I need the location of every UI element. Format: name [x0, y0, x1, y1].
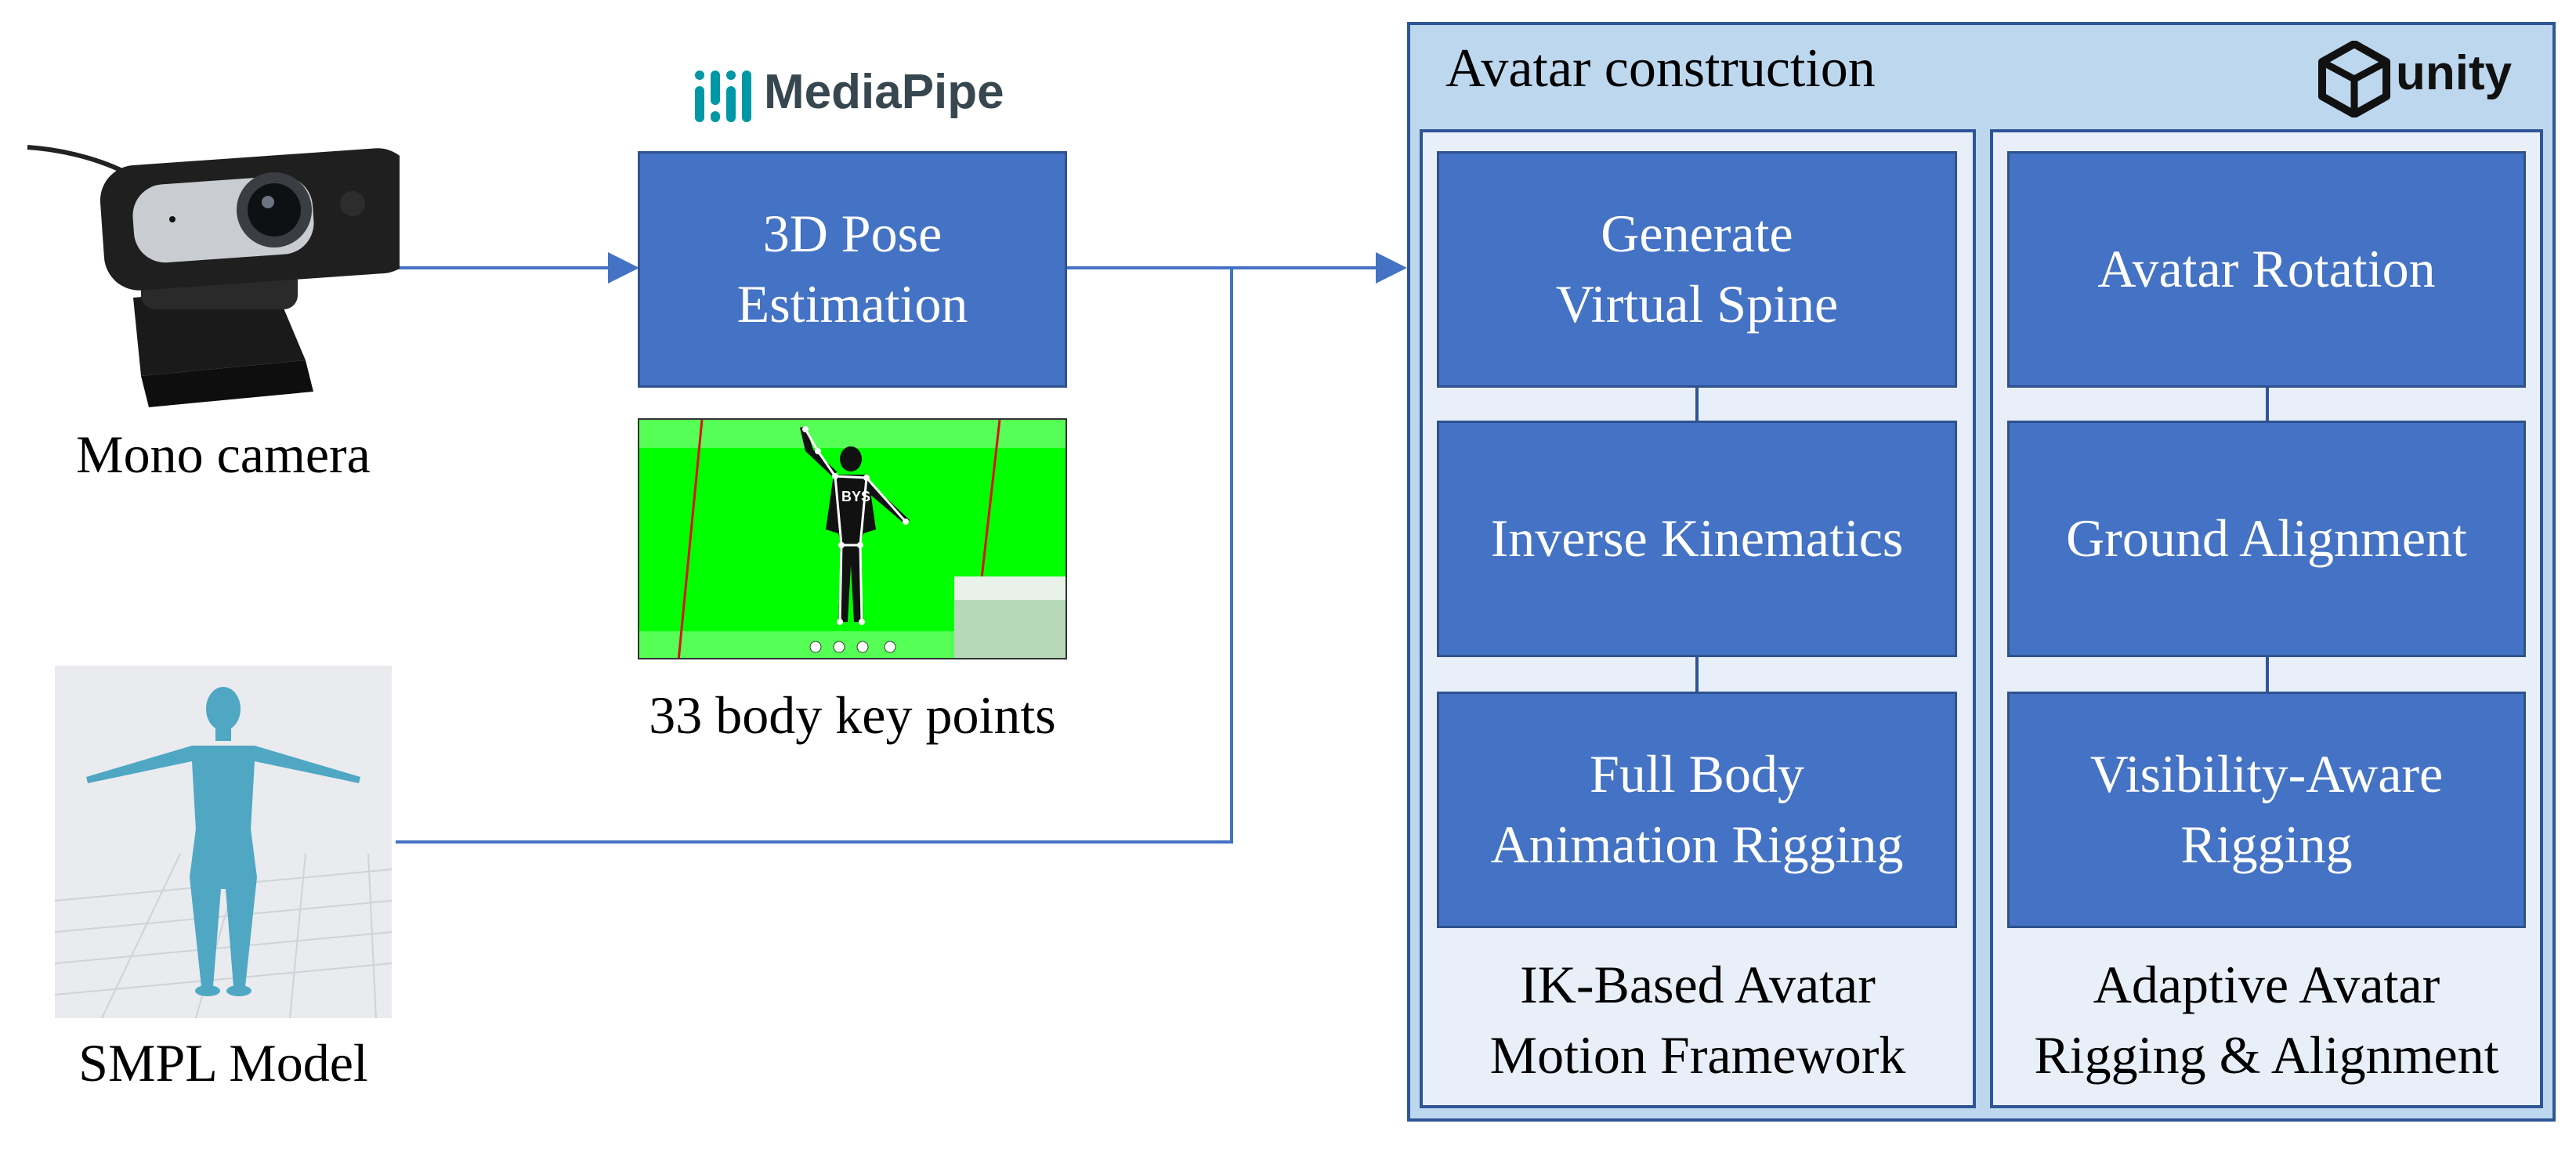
- visibility-aware-rigging-box: Visibility-Aware Rigging: [2007, 692, 2526, 928]
- generate-virtual-spine-box: Generate Virtual Spine: [1437, 151, 1957, 388]
- smpl-to-avatar-line: [396, 268, 1233, 844]
- mediapipe-logo: MediaPipe: [693, 64, 1022, 127]
- inverse-kinematics-box: Inverse Kinematics: [1437, 421, 1957, 657]
- keypoints-label: 33 body key points: [649, 685, 1056, 745]
- smpl-model-image: [54, 666, 393, 1019]
- webcam-image: [24, 125, 418, 415]
- mediapipe-mark-icon: [695, 70, 751, 122]
- unity-logo-text: unity: [2396, 46, 2513, 100]
- ik-panel-caption: IK-Based Avatar Motion Framework: [1489, 955, 1906, 1086]
- rig-panel-connectors: [2266, 384, 2269, 694]
- pose-estimation-box: 3D Pose Estimation: [638, 151, 1067, 388]
- connector-lines: [396, 252, 1407, 844]
- mediapipe-logo-text: MediaPipe: [764, 65, 1004, 119]
- full-body-animation-rigging-box: Full Body Animation Rigging: [1437, 692, 1957, 928]
- unity-logo: unity: [2317, 41, 2537, 119]
- jersey-text: BYS: [841, 489, 870, 504]
- ground-alignment-box: Ground Alignment: [2007, 421, 2526, 657]
- keypoint-detection-image: BYS: [638, 418, 1067, 659]
- unity-cube-icon: [2318, 41, 2390, 117]
- ik-panel-connectors: [1695, 384, 1699, 694]
- avatar-rotation-box: Avatar Rotation: [2007, 151, 2526, 388]
- avatar-construction-title: Avatar construction: [1445, 38, 1876, 99]
- mono-camera-label: Mono camera: [76, 425, 371, 484]
- smpl-model-label: SMPL Model: [78, 1033, 368, 1093]
- rig-panel-caption: Adaptive Avatar Rigging & Alignment: [2034, 955, 2499, 1086]
